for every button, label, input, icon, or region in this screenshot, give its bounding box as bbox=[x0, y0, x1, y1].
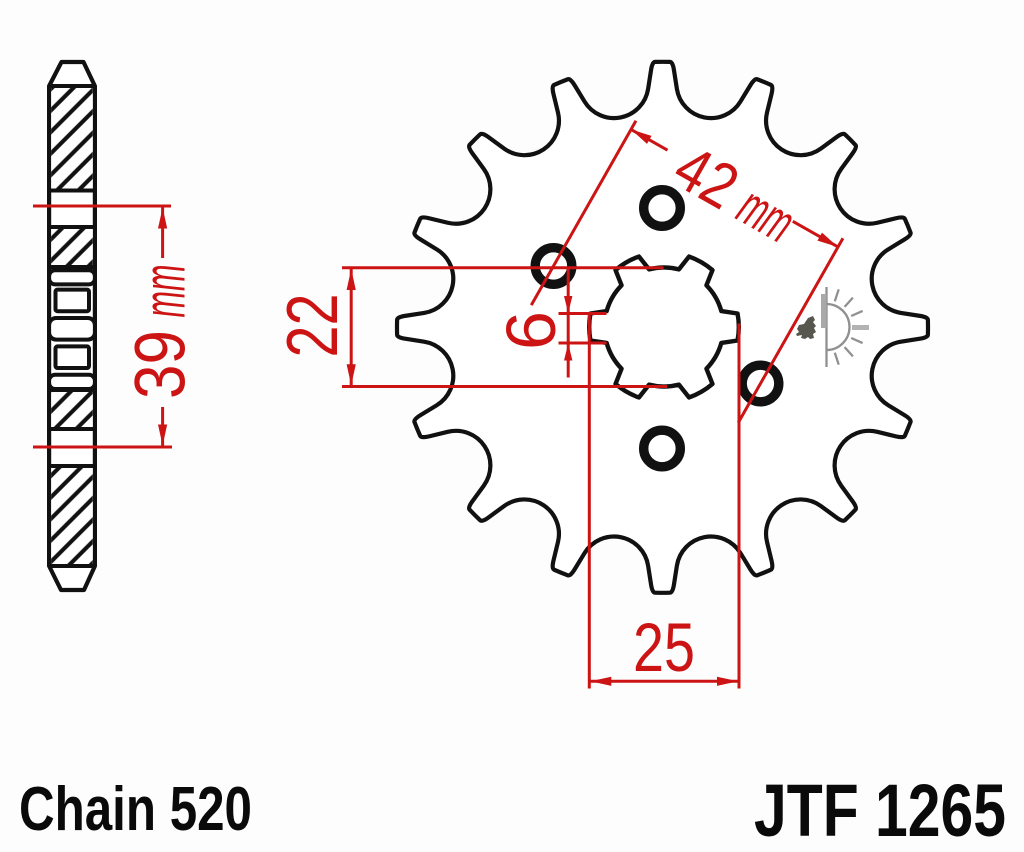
svg-text:22: 22 bbox=[273, 294, 353, 358]
svg-text:Chain 520: Chain 520 bbox=[19, 775, 252, 844]
svg-text:mm: mm bbox=[132, 265, 198, 318]
svg-text:JTF 1265: JTF 1265 bbox=[754, 769, 1006, 852]
svg-text:39: 39 bbox=[122, 330, 201, 399]
svg-text:25: 25 bbox=[633, 609, 695, 686]
svg-text:6: 6 bbox=[492, 311, 570, 350]
